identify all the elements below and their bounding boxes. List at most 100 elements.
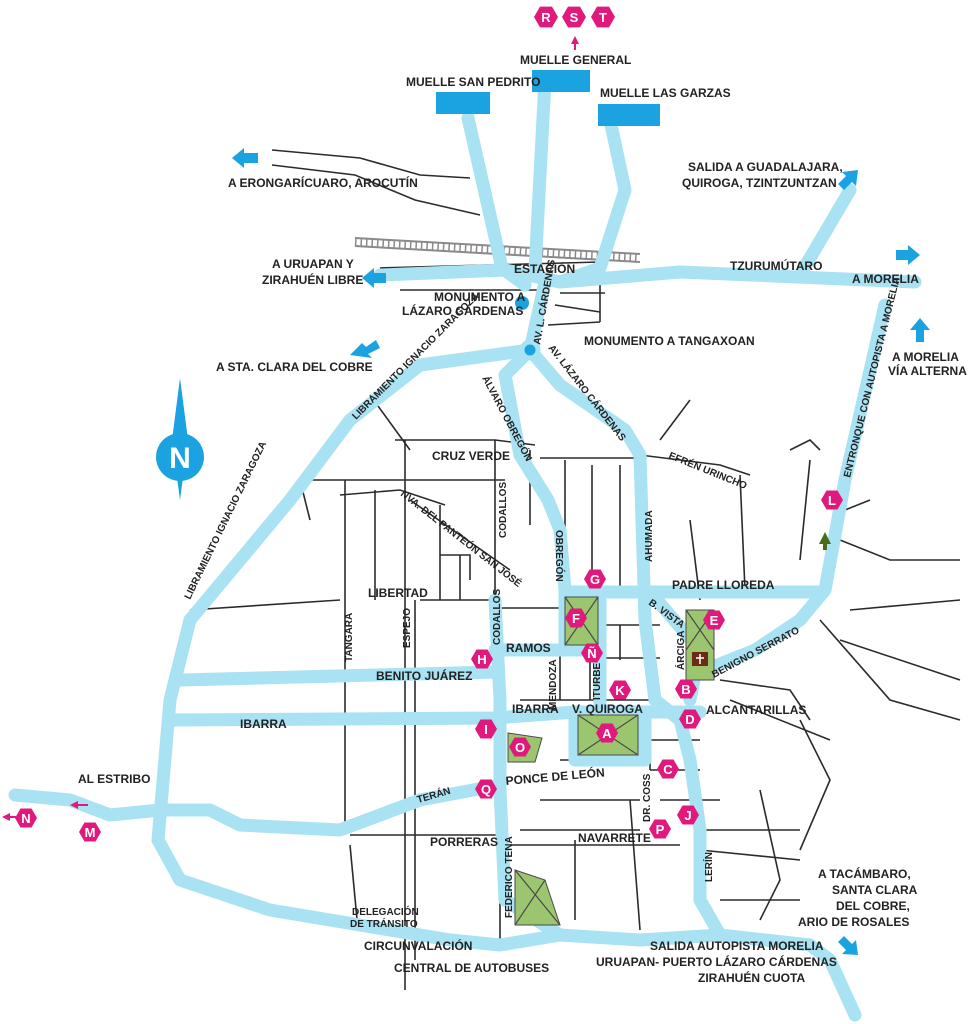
compass-letter: N xyxy=(169,442,191,475)
dest-estribo: AL ESTRIBO xyxy=(78,772,150,786)
dest-erongaricuaro: A ERONGARÍCUARO, AROCUTÍN xyxy=(228,175,418,190)
labels: MUELLE GENERAL MUELLE SAN PEDRITO MUELLE… xyxy=(78,53,967,985)
street-lerin: LERÍN xyxy=(702,852,715,882)
marker-q: Q xyxy=(475,779,497,799)
street-ibarra-c: IBARRA xyxy=(512,702,559,716)
street-av-lazaro-cardenas: AV. LÁZARO CÁRDENAS xyxy=(546,342,630,444)
dock-las-garzas xyxy=(598,104,660,126)
marker-o: O xyxy=(509,737,531,757)
marker-m: M xyxy=(79,822,101,842)
marker-top-s-label: S xyxy=(570,10,579,25)
street-iturbe: ITURBE xyxy=(592,662,603,700)
street-ramos: RAMOS xyxy=(506,641,551,655)
marker-e: E xyxy=(703,610,725,630)
arrow-up-right-icon xyxy=(838,170,858,190)
street-navarrete: NAVARRETE xyxy=(578,831,651,845)
landmark-monumento-tangaxoan: MONUMENTO A TANGAXOAN xyxy=(584,334,755,348)
dest-uruapan-2: ZIRAHUÉN LIBRE xyxy=(262,272,363,287)
street-obregon: OBREGÓN xyxy=(553,530,566,582)
marker-o-label: O xyxy=(515,740,525,755)
dest-tacambaro-3: DEL COBRE, xyxy=(836,899,910,913)
docks xyxy=(436,70,660,126)
marker-g: G xyxy=(584,569,606,589)
marker-j: J xyxy=(677,805,699,825)
monument-lazaro-cardenas-icon xyxy=(515,296,529,310)
marker-top-s: S xyxy=(562,6,586,28)
marker-g-label: G xyxy=(590,572,600,587)
dest-morelia: A MORELIA xyxy=(852,272,919,286)
landmark-delegacion-1: DELEGACIÓN xyxy=(352,905,419,918)
dest-autopista-3: ZIRAHUÉN CUOTA xyxy=(698,970,805,985)
dock-label-las-garzas: MUELLE LAS GARZAS xyxy=(600,86,731,100)
marker-k: K xyxy=(609,680,631,700)
arrow-down-right-icon xyxy=(838,936,858,955)
arrow-left-small-icon xyxy=(2,813,16,821)
street-federico-tena: FEDERICO TENA xyxy=(504,836,515,918)
direction-arrows xyxy=(2,36,930,955)
street-mendoza: MENDOZA xyxy=(548,659,559,710)
marker-q-label: Q xyxy=(481,782,491,797)
street-benigno-serrato: BENIGNO SERRATO xyxy=(710,625,801,681)
street-ponce-de-leon: PONCE DE LEÓN xyxy=(505,764,605,788)
plaza-e xyxy=(685,609,715,681)
street-alcantarillas: ALCANTARILLAS xyxy=(706,703,806,717)
street-espejo: ESPEJO xyxy=(402,608,413,648)
marker-p-label: P xyxy=(656,822,665,837)
marker-b: B xyxy=(675,679,697,699)
marker-enye: Ñ xyxy=(581,643,603,663)
dest-uruapan-1: A URUAPAN Y xyxy=(272,257,354,271)
street-cruz-verde: CRUZ VERDE xyxy=(432,449,510,463)
street-codallos-2: CODALLOS xyxy=(492,589,503,645)
marker-f: F xyxy=(565,608,587,628)
landmark-delegacion-2: DE TRÁNSITO xyxy=(350,917,418,930)
dest-guadalajara-2: QUIROGA, TZINTZUNTZAN xyxy=(682,176,837,190)
dock-label-san-pedrito: MUELLE SAN PEDRITO xyxy=(406,75,540,89)
dock-general xyxy=(532,70,590,92)
dest-autopista-2: URUAPAN- PUERTO LÁZARO CÁRDENAS xyxy=(596,954,837,969)
dest-tacambaro-4: ARIO DE ROSALES xyxy=(798,915,909,929)
street-tangara: TANGARA xyxy=(344,613,355,662)
marker-k-label: K xyxy=(615,683,625,698)
marker-a: A xyxy=(596,723,618,743)
marker-b-label: B xyxy=(681,682,690,697)
street-ibarra-w: IBARRA xyxy=(240,717,287,731)
marker-top-t: T xyxy=(591,6,615,28)
marker-c-label: C xyxy=(663,762,673,777)
landmark-monumento-lc-2: LÁZARO CÁRDENAS xyxy=(402,303,523,318)
marker-top-t-label: T xyxy=(599,10,607,25)
arrow-down-left-icon xyxy=(350,340,380,358)
plaza-south xyxy=(514,869,561,926)
dest-morelia-alt-1: A MORELIA xyxy=(892,350,959,364)
marker-j-label: J xyxy=(684,808,691,823)
marker-e-label: E xyxy=(710,613,719,628)
marker-c: C xyxy=(657,759,679,779)
landmark-tzurumutaro: TZURUMÚTARO xyxy=(730,258,822,273)
street-dr-coss: DR. COSS xyxy=(642,773,653,822)
marker-d-label: D xyxy=(685,712,694,727)
street-arciga: ÁRCIGA xyxy=(674,631,687,670)
marker-i: I xyxy=(475,719,497,739)
dock-label-general: MUELLE GENERAL xyxy=(520,53,631,67)
marker-top-r: R xyxy=(534,6,558,28)
marker-l-label: L xyxy=(828,493,836,508)
marker-f-label: F xyxy=(572,611,580,626)
dest-sta-clara: A STA. CLARA DEL COBRE xyxy=(216,360,373,374)
marker-i-label: I xyxy=(484,722,488,737)
marker-a-label: A xyxy=(602,726,612,741)
dest-morelia-alt-2: VÍA ALTERNA xyxy=(888,363,967,378)
street-padre-lloreda: PADRE LLOREDA xyxy=(672,578,775,592)
street-ahumada: AHUMADA xyxy=(644,510,655,562)
street-codallos-1: CODALLOS xyxy=(498,482,509,538)
marker-enye-label: Ñ xyxy=(587,646,596,661)
north-compass-icon: N xyxy=(156,378,204,500)
landmark-estacion: ESTACIÓN xyxy=(514,261,575,276)
arrow-left-small-icon xyxy=(70,801,88,809)
street-circunvalacion: CIRCUNVALACIÓN xyxy=(364,938,472,953)
arrow-up-icon xyxy=(910,318,930,342)
arrow-left-icon xyxy=(362,268,386,288)
street-v-quiroga: V. QUIROGA xyxy=(572,702,643,716)
arrow-up-small-icon xyxy=(571,36,579,50)
marker-m-label: M xyxy=(85,825,96,840)
